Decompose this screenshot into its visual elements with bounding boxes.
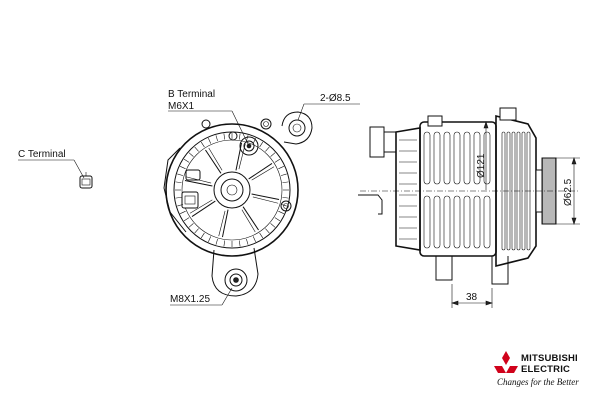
lower-mount-ear <box>211 247 259 297</box>
front-housing-inner <box>173 131 291 249</box>
front-spokes <box>184 142 280 238</box>
side-view <box>358 107 580 285</box>
front-end-housing <box>495 114 537 268</box>
dimension-pulley-diameter: Ø62.5 <box>563 178 574 206</box>
three-diamond-logo-icon <box>494 351 518 373</box>
front-housing-outline <box>165 123 299 257</box>
upper-mount-hole <box>288 119 306 137</box>
rear-cover <box>395 127 421 251</box>
top-mount-boss <box>427 115 443 127</box>
side-cooling-fins <box>399 131 491 249</box>
bottom-mount-lug <box>435 256 453 281</box>
brand-name-line1: MITSUBISHI <box>521 353 578 364</box>
regulator-connector <box>181 191 199 209</box>
b-terminal-stud <box>239 136 259 156</box>
brand-name-line2: ELECTRIC <box>521 364 570 375</box>
mount-thread-label: M8X1.25 <box>170 294 210 305</box>
dimension-width-38: 38 <box>466 292 478 303</box>
brand-tagline: Changes for the Better <box>497 377 579 387</box>
mount-holes-label: 2-Ø8.5 <box>320 93 351 104</box>
lower-mount-hole <box>224 268 248 292</box>
c-terminal-connector <box>79 172 93 189</box>
b-terminal-label: B Terminal <box>168 89 215 100</box>
dimension-diameter-121: Ø121 <box>476 153 487 178</box>
rotor-hub <box>213 171 251 209</box>
front-cooling-fins <box>175 133 289 247</box>
front-view <box>163 111 313 297</box>
upper-mount-ear <box>281 111 313 145</box>
c-terminal-label: C Terminal <box>18 149 66 160</box>
rear-stud <box>369 126 385 158</box>
stator-housing <box>419 121 497 257</box>
wire-clip <box>358 194 383 215</box>
b-terminal-thread-label: M6X1 <box>168 101 195 112</box>
